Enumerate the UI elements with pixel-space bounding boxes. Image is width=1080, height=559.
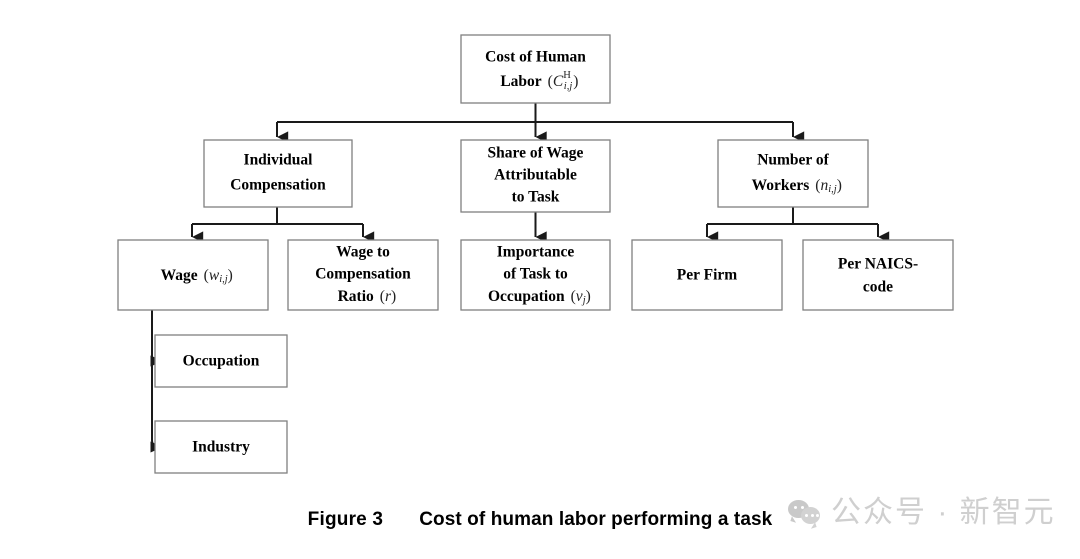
node-label-line1: Cost of Human: [485, 49, 586, 66]
node-label-line1: Per Firm: [677, 267, 737, 284]
figure-caption-label: Figure 3: [307, 509, 384, 530]
node-label-line1: Number of: [757, 152, 829, 169]
node-importance-of-task-to-occupation[interactable]: Importance of Task to Occupation(vj): [460, 239, 611, 311]
node-per-naics-code[interactable]: Per NAICS- code: [802, 239, 954, 311]
node-individual-compensation[interactable]: Individual Compensation: [203, 139, 353, 208]
node-occupation[interactable]: Occupation: [154, 334, 288, 388]
node-label-line1: Share of Wage: [488, 145, 584, 162]
node-wage[interactable]: Wage(wi,j): [117, 239, 269, 311]
node-label-line2: Compensation: [230, 177, 326, 194]
node-label-line2: code: [863, 279, 893, 296]
node-label-line1: Individual: [244, 152, 314, 169]
node-per-firm[interactable]: Per Firm: [631, 239, 783, 311]
figure-caption: Figure 3 Cost of human labor performing …: [0, 500, 1080, 540]
figure-caption-title: Cost of human labor performing a task: [419, 509, 773, 530]
node-label-line1: Importance: [497, 244, 575, 261]
node-label-line1: Industry: [192, 439, 250, 456]
watermark-text: 公众号 · 新智元: [831, 496, 1056, 529]
node-label-line2: Workers(ni,j): [725, 177, 861, 196]
node-label-line1: Wage(wi,j): [134, 267, 252, 286]
node-industry[interactable]: Industry: [154, 420, 288, 474]
node-label-line1: Per NAICS-: [838, 256, 918, 273]
node-label-line1: Occupation: [183, 353, 260, 370]
node-label-line3: Occupation(vj): [461, 288, 610, 307]
watermark: 公众号 · 新智元: [788, 498, 1056, 528]
node-share-of-wage-attributable-to-task[interactable]: Share of Wage Attributable to Task: [460, 139, 611, 213]
node-label-line3: to Task: [512, 189, 560, 206]
node-label-line2: Attributable: [494, 167, 577, 184]
wechat-bubbles-icon: [788, 498, 822, 528]
node-label-line3: Ratio(r): [310, 288, 415, 305]
node-number-of-workers[interactable]: Number of Workers(ni,j): [717, 139, 869, 208]
node-label-line1: Wage to: [336, 244, 390, 261]
node-label-line2: Compensation: [315, 266, 411, 283]
node-wage-to-compensation-ratio[interactable]: Wage to Compensation Ratio(r): [287, 239, 439, 311]
node-label-line2: of Task to: [503, 266, 568, 283]
